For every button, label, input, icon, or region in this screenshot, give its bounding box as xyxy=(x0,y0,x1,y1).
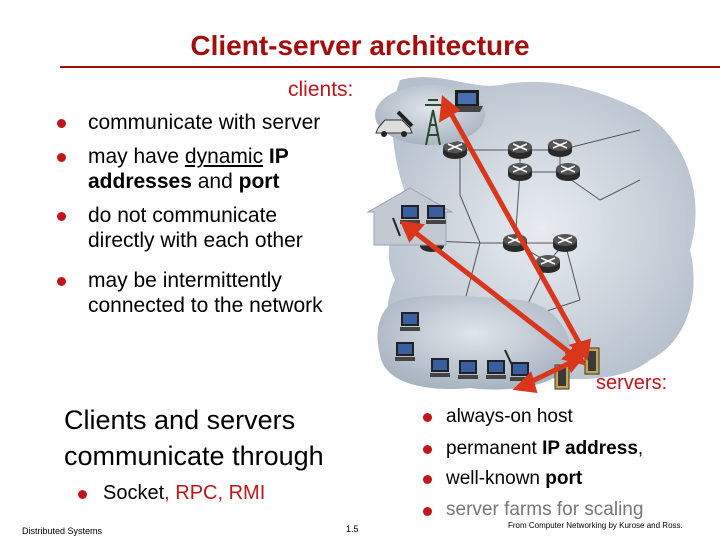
bullet-dot xyxy=(57,277,66,286)
bullet-dot xyxy=(423,507,432,516)
bullet-dot xyxy=(423,445,432,454)
servers-label: servers: xyxy=(596,372,668,394)
cell-phone-icon xyxy=(396,110,414,128)
bullet-dot xyxy=(423,475,432,484)
client-bullet-3: do not communicate directly with each ot… xyxy=(88,204,303,252)
car-icon xyxy=(375,119,413,137)
desktop-pc-icon xyxy=(400,205,420,224)
title-underline xyxy=(60,66,720,68)
desktop-pc-icon xyxy=(458,360,478,379)
clients-label: clients: xyxy=(288,78,354,101)
client-bullet-2-line2: addresses and port xyxy=(88,170,280,193)
bullet-dot xyxy=(57,212,66,221)
router-icon xyxy=(555,162,581,182)
bullet-dot xyxy=(57,119,66,128)
router-icon xyxy=(547,138,573,158)
slide-title: Client-server architecture xyxy=(190,30,530,61)
router-icon xyxy=(507,140,533,160)
router-icon xyxy=(442,140,468,160)
note-bullet: Socket, RPC, RMI xyxy=(103,482,266,504)
client-server-arrows xyxy=(399,95,592,393)
router-icon xyxy=(507,162,533,182)
footer-credit: From Computer Networking by Kurose and R… xyxy=(508,521,683,530)
footer-page-number: 1.5 xyxy=(346,524,359,534)
antenna-icon xyxy=(504,349,513,366)
desktop-pc-icon xyxy=(400,312,420,331)
desktop-pc-icon xyxy=(486,360,506,379)
client-bullet-4: may be intermittently connected to the n… xyxy=(88,269,323,317)
desktop-pc-icon xyxy=(430,358,450,377)
antenna-icon xyxy=(392,217,401,237)
bullet-dot xyxy=(57,153,66,162)
bullet-dot xyxy=(423,413,432,422)
mobile-network xyxy=(375,85,485,146)
desktop-pc-icon xyxy=(426,205,446,224)
laptop-icon xyxy=(451,90,483,112)
cell-tower-icon xyxy=(425,99,441,146)
router-icon xyxy=(552,233,578,253)
communication-note: Clients and servers communicate through xyxy=(64,402,324,474)
footer-left: Distributed Systems xyxy=(22,526,103,536)
server-bullet-3: well-known port xyxy=(446,468,583,489)
server-bullet-1: always-on host xyxy=(446,406,573,427)
note-line-2: communicate through xyxy=(64,441,324,471)
server-bullet-4: server farms for scaling xyxy=(446,499,644,520)
note-line-1: Clients and servers xyxy=(64,405,296,435)
bullet-dot xyxy=(78,490,87,499)
client-bullet-2: may have dynamic IP addresses and port xyxy=(88,145,289,193)
server-bullet-2: permanent IP address, xyxy=(446,438,644,459)
client-bullet-1: communicate with server xyxy=(88,111,321,134)
desktop-pc-icon xyxy=(395,342,415,361)
home-network xyxy=(366,187,454,246)
